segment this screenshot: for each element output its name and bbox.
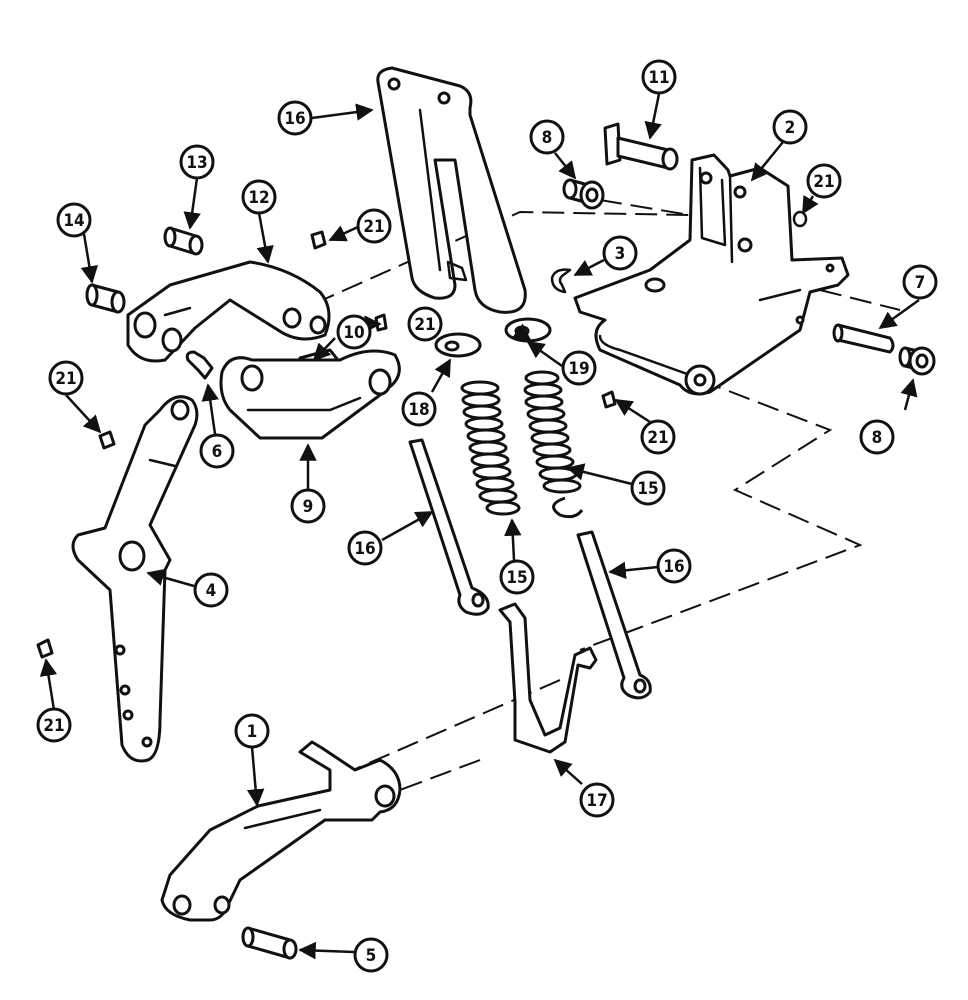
callout-12: 12 — [241, 179, 277, 215]
part-21-fitting-c — [98, 430, 116, 450]
svg-text:3: 3 — [615, 244, 626, 264]
callout-16-right: 16 — [656, 548, 692, 584]
svg-text:1: 1 — [247, 722, 258, 742]
part-15-spring-right — [523, 370, 584, 519]
callout-15-right: 15 — [630, 470, 666, 506]
callout-10: 10 — [336, 314, 372, 350]
part-13-pin — [163, 226, 204, 256]
svg-text:8: 8 — [872, 428, 883, 448]
svg-text:11: 11 — [648, 68, 669, 88]
part-1-crank — [160, 740, 402, 922]
svg-text:15: 15 — [506, 568, 527, 588]
svg-text:14: 14 — [63, 211, 84, 231]
part-19-fork — [376, 66, 527, 314]
svg-text:21: 21 — [55, 369, 76, 389]
callout-17: 17 — [579, 782, 615, 818]
part-16-rod-right — [576, 530, 652, 700]
svg-text:6: 6 — [212, 442, 223, 462]
callout-13: 13 — [179, 144, 215, 180]
callout-2: 2 — [772, 109, 808, 145]
part-8-bushing-upper — [562, 178, 605, 210]
callout-21-d: 21 — [640, 419, 676, 455]
svg-text:7: 7 — [915, 273, 926, 293]
part-21-fitting-e — [36, 638, 54, 659]
part-3-retaining-ring — [550, 268, 572, 294]
svg-text:21: 21 — [363, 217, 384, 237]
leader-lines — [39, 93, 920, 960]
part-6-fitting — [185, 350, 214, 380]
svg-text:21: 21 — [43, 716, 64, 736]
callout-1: 1 — [234, 713, 270, 749]
svg-text:21: 21 — [647, 428, 668, 448]
part-8-bushing-right — [898, 346, 936, 376]
svg-text:16: 16 — [663, 557, 684, 577]
callout-21-a: 21 — [356, 208, 392, 244]
svg-text:15: 15 — [637, 479, 658, 499]
svg-text:13: 13 — [186, 153, 207, 173]
callout-8-upper: 8 — [529, 119, 565, 155]
part-20-clip — [792, 210, 808, 228]
callout-20: 21 — [806, 163, 842, 199]
callout-14: 14 — [56, 202, 92, 238]
svg-text:16: 16 — [284, 109, 305, 129]
svg-text:4: 4 — [206, 581, 217, 601]
svg-text:8: 8 — [542, 128, 553, 148]
svg-text:2: 2 — [785, 118, 796, 138]
part-21-fitting-a — [310, 230, 327, 250]
svg-text:18: 18 — [408, 400, 429, 420]
svg-text:9: 9 — [303, 497, 314, 517]
svg-text:21: 21 — [813, 172, 834, 192]
callout-7: 7 — [902, 264, 938, 300]
svg-text:19: 19 — [568, 359, 589, 379]
part-21-fitting-b — [374, 313, 388, 332]
callout-21-c: 21 — [48, 360, 84, 396]
callout-5: 5 — [353, 937, 389, 973]
svg-text:17: 17 — [586, 791, 607, 811]
svg-text:12: 12 — [248, 188, 269, 208]
part-9-link — [219, 349, 401, 440]
part-2-bracket — [573, 153, 850, 396]
part-16-rod-left — [408, 438, 490, 616]
part-17-bent-rod — [498, 602, 598, 754]
callout-4: 4 — [193, 572, 229, 608]
callout-9: 9 — [290, 488, 326, 524]
callout-18-left: 18 — [401, 391, 437, 427]
part-21-fitting-d — [601, 390, 617, 409]
part-18-washer-left — [434, 332, 482, 358]
callout-21-e: 21 — [36, 707, 72, 743]
part-12-lever — [126, 260, 331, 363]
callout-3: 3 — [602, 235, 638, 271]
callout-21-b: 21 — [407, 306, 443, 342]
part-11-pin — [603, 122, 679, 171]
callouts: 11 16 2 8 21 13 12 14 21 3 7 10 21 19 21 — [36, 59, 938, 973]
callout-8-right: 8 — [859, 419, 895, 455]
callout-18-right: 19 — [561, 350, 597, 386]
svg-text:10: 10 — [343, 323, 364, 343]
callout-19: 16 — [277, 100, 313, 136]
svg-text:16: 16 — [354, 539, 375, 559]
part-4-lever — [71, 395, 199, 763]
svg-text:21: 21 — [414, 315, 435, 335]
part-7-pin — [832, 323, 895, 354]
callout-11: 11 — [641, 59, 677, 95]
part-5-pin — [241, 926, 298, 960]
callout-16-left: 16 — [347, 530, 383, 566]
callout-15-left: 15 — [499, 559, 535, 595]
part-14-pin — [85, 283, 126, 314]
svg-text:5: 5 — [366, 946, 377, 966]
part-15-spring-left — [460, 380, 521, 516]
callout-6: 6 — [199, 433, 235, 469]
